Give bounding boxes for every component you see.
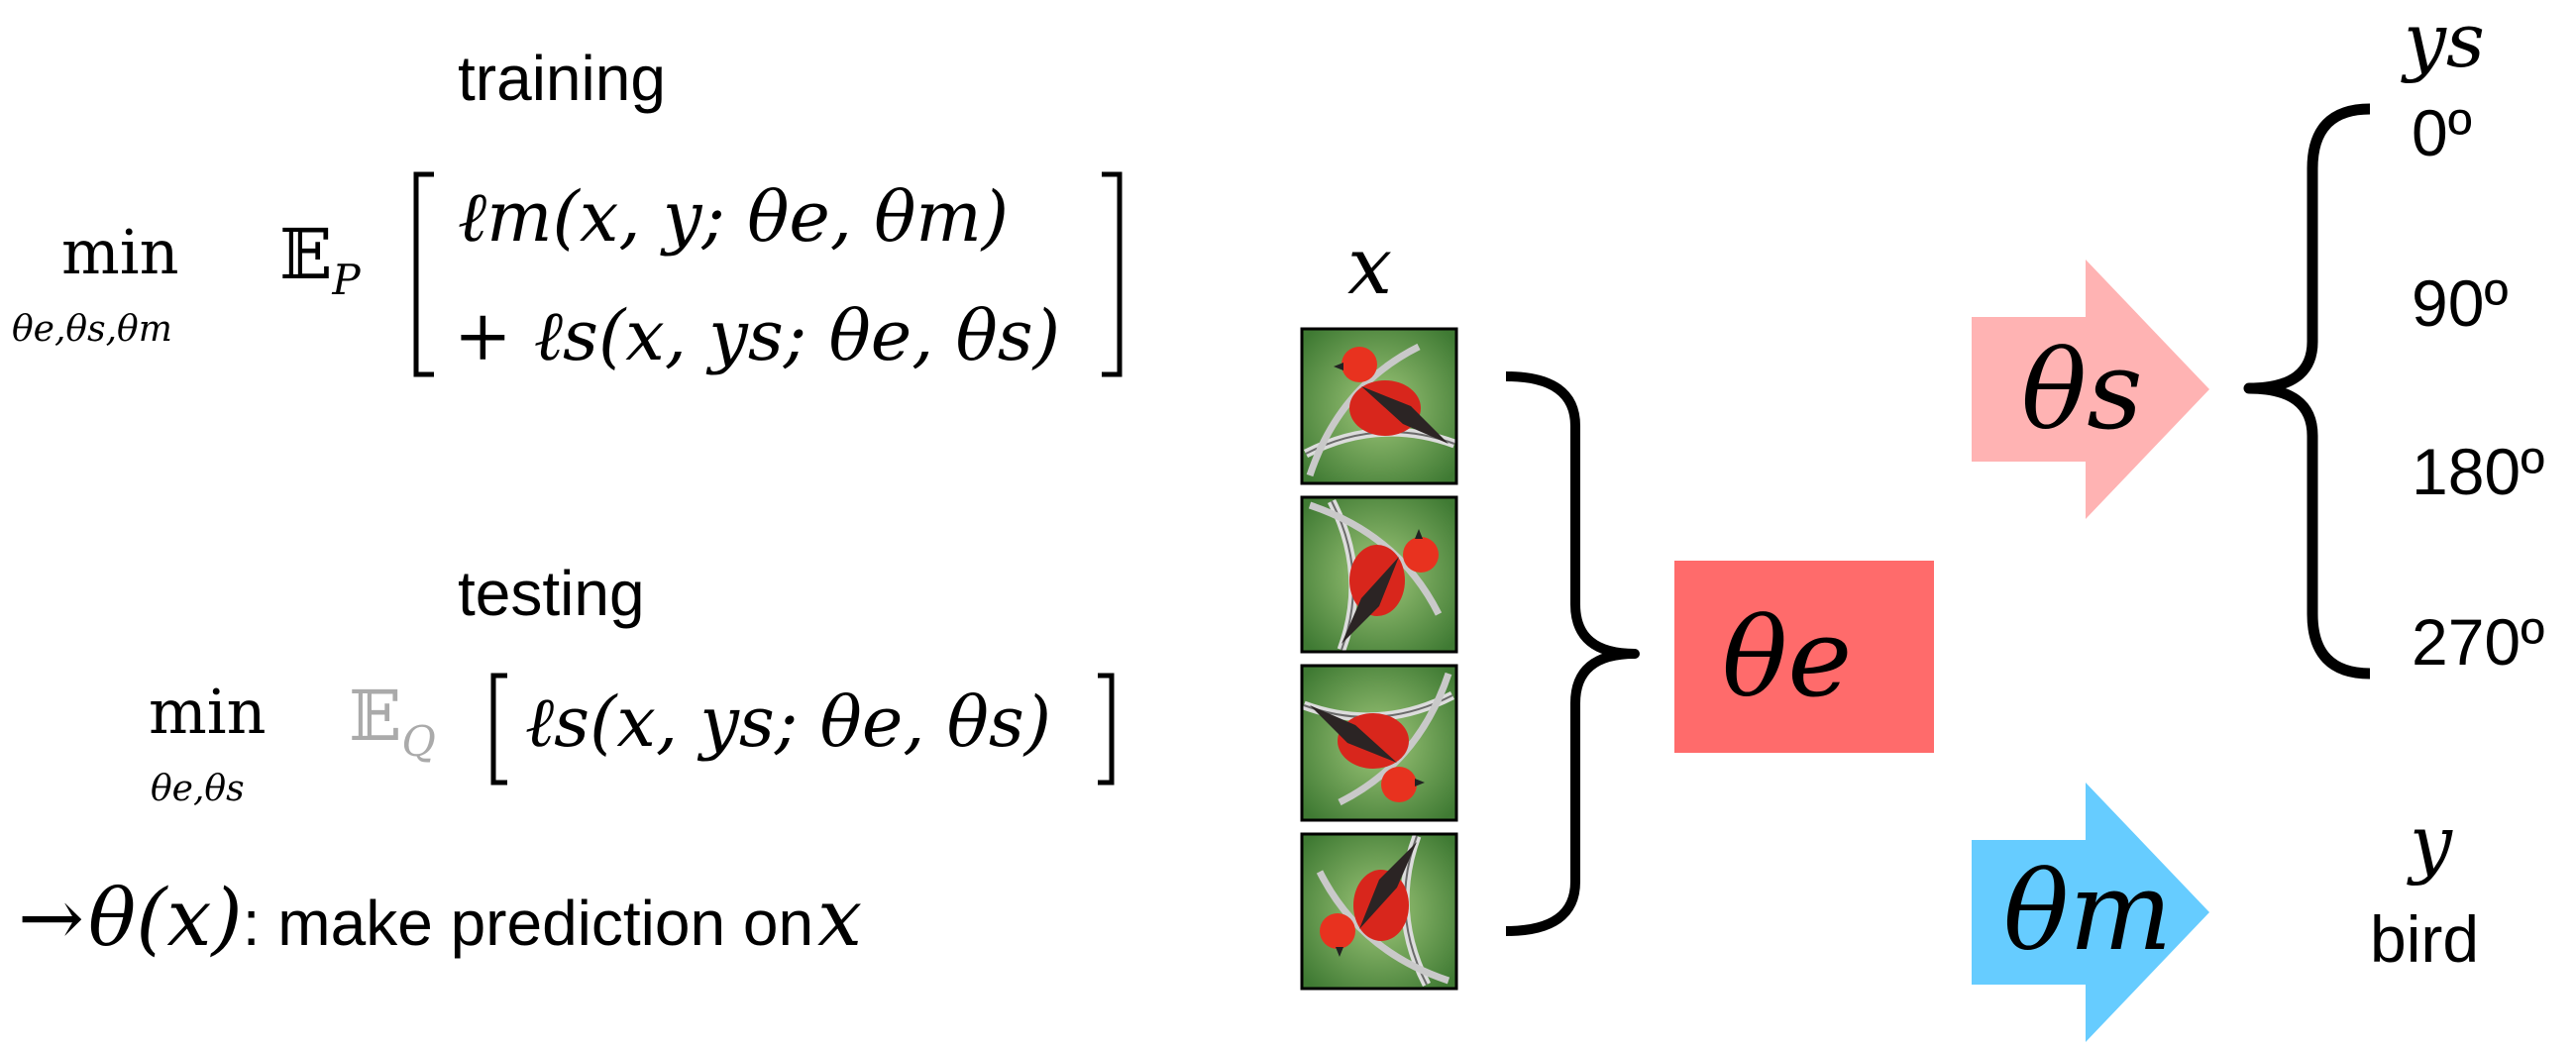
testing-min-subscript: θe,θs <box>151 769 245 809</box>
bird-image-270 <box>1302 834 1456 989</box>
training-self-loss: + ℓs(x, ys; θe, θs) <box>454 295 1061 376</box>
prediction-text: : make prediction on <box>242 888 814 959</box>
self-label-0: 0º <box>2412 96 2472 169</box>
training-min: min <box>61 216 179 288</box>
testing-expectation-subscript: Q <box>401 717 436 766</box>
prediction-arrow: → <box>18 872 85 964</box>
testing-close-bracket <box>1098 673 1115 786</box>
training-open-bracket <box>413 171 434 377</box>
training-main-loss: ℓm(x, y; θe, θm) <box>458 176 1010 258</box>
rotated-bird-images <box>1288 317 1466 1000</box>
bird-image-90 <box>1302 497 1456 652</box>
testing-expectation-symbol: 𝔼 <box>349 676 402 757</box>
input-label: x <box>1347 220 1393 312</box>
training-expectation-subscript: P <box>332 256 361 304</box>
testing-min: min <box>149 676 267 748</box>
self-label-180: 180º <box>2412 435 2545 508</box>
training-close-bracket <box>1102 171 1123 377</box>
training-expectation: 𝔼P <box>279 214 361 304</box>
encoder-box <box>1674 561 1934 753</box>
self-labels-heading: ys <box>2404 0 2485 84</box>
training-min-subscript: θe,θs,θm <box>12 309 172 350</box>
encoder-label: θe <box>1722 594 1853 721</box>
testing-self-loss: ℓs(x, ys; θe, θs) <box>525 681 1052 763</box>
training-heading: training <box>458 43 666 114</box>
bird-image-180 <box>1302 666 1456 820</box>
testing-heading: testing <box>458 558 645 629</box>
self-head-label: θs <box>2021 327 2143 454</box>
output-brace <box>2243 103 2371 680</box>
bird-image-0 <box>1302 329 1456 483</box>
input-brace <box>1505 371 1640 936</box>
main-labels-heading: y <box>2410 798 2452 887</box>
main-head-label: θm <box>2003 848 2173 975</box>
main-head-arrow <box>1972 783 2209 1042</box>
self-label-270: 270º <box>2412 605 2545 679</box>
testing-expectation: 𝔼Q <box>349 676 436 766</box>
testing-open-bracket <box>490 673 507 786</box>
prediction-theta: θ(x) <box>88 872 243 964</box>
prediction-line: → θ(x): make prediction on x <box>18 872 862 964</box>
self-head-arrow <box>1972 260 2209 519</box>
main-label-value: bird <box>2370 902 2480 976</box>
prediction-variable: x <box>817 872 863 964</box>
training-expectation-symbol: 𝔼 <box>279 214 333 295</box>
self-label-90: 90º <box>2412 266 2509 340</box>
